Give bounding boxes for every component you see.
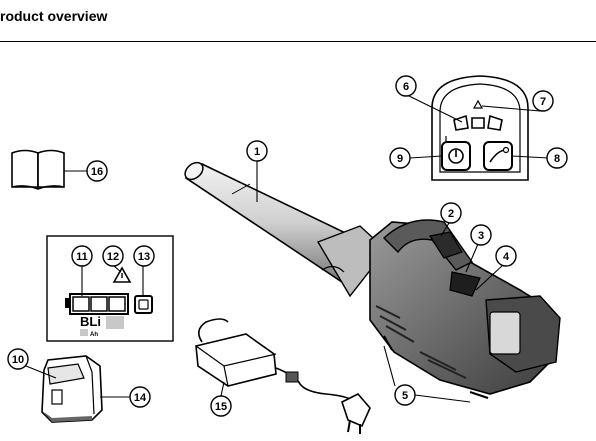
svg-text:6: 6 [403, 81, 409, 93]
callout-10: 10 [8, 349, 28, 369]
svg-text:8: 8 [554, 153, 560, 165]
battery-pack [42, 356, 102, 422]
callout-4: 4 [496, 246, 516, 266]
svg-text:1: 1 [254, 146, 260, 158]
manual-icon [12, 151, 64, 190]
callout-8: 8 [547, 148, 567, 168]
svg-text:16: 16 [91, 166, 103, 178]
callout-15: 15 [211, 396, 231, 416]
svg-text:5: 5 [402, 390, 408, 402]
callout-9: 9 [390, 148, 410, 168]
callout-11: 11 [72, 246, 92, 266]
callout-12: 12 [103, 246, 123, 266]
svg-text:12: 12 [107, 251, 119, 263]
svg-text:15: 15 [215, 401, 227, 413]
svg-text:3: 3 [478, 230, 484, 242]
svg-text:13: 13 [138, 251, 150, 263]
callout-1: 1 [247, 141, 267, 161]
callout-16: 16 [87, 161, 107, 181]
svg-text:4: 4 [503, 251, 510, 263]
battery-label: BLi [80, 314, 101, 329]
callout-5: 5 [395, 385, 415, 405]
svg-text:14: 14 [134, 392, 147, 404]
callout-14: 14 [130, 387, 150, 407]
keypad-icon [432, 76, 528, 180]
svg-text:10: 10 [12, 354, 24, 366]
charger-icon [196, 319, 370, 434]
svg-text:11: 11 [76, 251, 88, 263]
svg-text:2: 2 [448, 208, 454, 220]
battery-icon [65, 294, 128, 314]
callout-6: 6 [396, 76, 416, 96]
callout-3: 3 [471, 225, 491, 245]
power-button-icon [135, 296, 152, 313]
boost-icon [484, 142, 512, 170]
svg-text:9: 9 [397, 153, 403, 165]
callout-13: 13 [134, 246, 154, 266]
callout-7: 7 [533, 91, 553, 111]
callout-2: 2 [441, 203, 461, 223]
svg-text:7: 7 [540, 96, 546, 108]
battery-unit: Ah [90, 332, 98, 338]
